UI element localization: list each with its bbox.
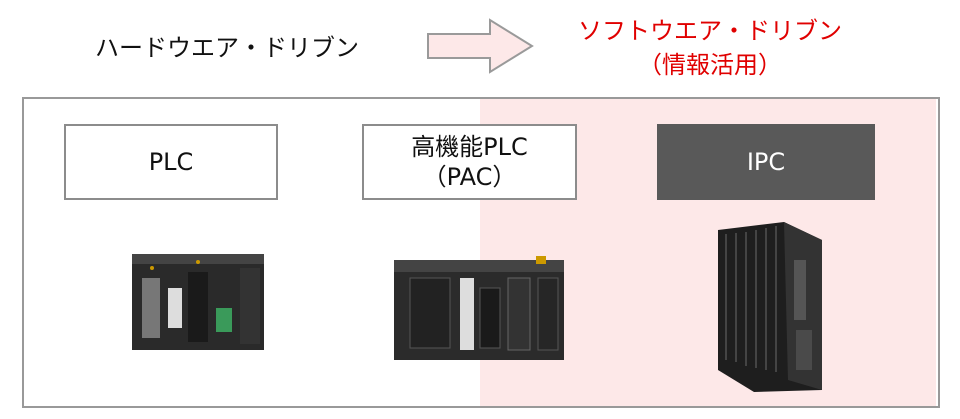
pac-box: 高機能PLC（PAC） [362,124,577,200]
software-driven-sublabel: （情報活用） [638,51,782,79]
ipc-device-image [718,222,822,392]
ipc-box: IPC [657,124,875,200]
ipc-label: IPC [746,148,786,176]
software-driven-title: ソフトウエア・ドリブン （情報活用） [545,14,875,82]
software-driven-label: ソフトウエア・ドリブン [578,17,842,45]
comparison-frame [22,97,940,408]
pac-label: 高機能PLC [411,133,528,161]
pac-device-image [394,256,564,360]
plc-device-image [132,254,264,350]
hardware-driven-label: ハードウエア・ドリブン [95,34,359,62]
plc-label: PLC [148,148,194,176]
pac-sublabel: （PAC） [422,163,517,191]
plc-box: PLC [64,124,278,200]
right-arrow-icon [427,18,534,74]
